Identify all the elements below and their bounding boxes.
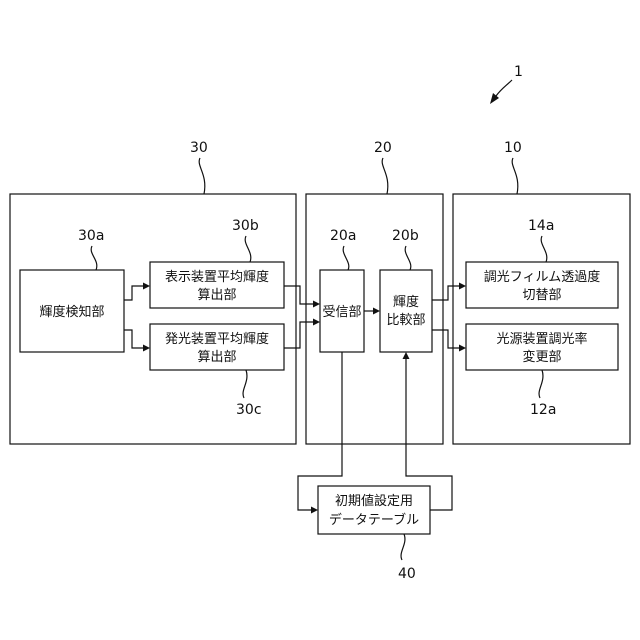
ref-20a: 20a	[330, 228, 356, 244]
arrowhead-receiver-table	[311, 507, 318, 514]
display-avg-label-1: 表示装置平均輝度	[165, 269, 269, 285]
ref-12a: 12a	[530, 402, 556, 418]
ref-40: 40	[398, 566, 416, 582]
comparator-label-1: 輝度	[393, 294, 419, 310]
system-ref-label: 1	[514, 64, 523, 80]
unit-20-ref: 20	[374, 140, 392, 156]
dimming-changer-label-1: 光源装置調光率	[496, 331, 587, 347]
unit-20-leader	[382, 158, 388, 194]
display-avg-label-2: 算出部	[197, 288, 236, 303]
film-switch-label-2: 切替部	[522, 288, 561, 303]
system-ref-arrow	[496, 80, 512, 96]
emitter-avg-label-1: 発光装置平均輝度	[165, 331, 269, 347]
ref-30b: 30b	[232, 218, 259, 234]
dimming-changer-label-2: 変更部	[522, 349, 561, 365]
ref-20b: 20b	[392, 228, 419, 244]
ref-30c: 30c	[236, 402, 262, 418]
unit-30-leader	[199, 158, 205, 194]
unit-30-ref: 30	[190, 140, 208, 156]
leader-40	[401, 534, 405, 560]
luminance-detector-label: 輝度検知部	[39, 304, 104, 320]
emitter-avg-label-2: 算出部	[197, 350, 236, 365]
unit-10-ref: 10	[504, 140, 522, 156]
comparator-box	[380, 270, 432, 352]
comparator-label-2: 比較部	[386, 313, 425, 328]
ref-30a: 30a	[78, 228, 104, 244]
initial-table-label-1: 初期値設定用	[335, 493, 413, 509]
film-switch-label-1: 調光フィルム透過度	[484, 269, 600, 285]
initial-table-label-2: データテーブル	[329, 512, 419, 528]
ref-14a: 14a	[528, 218, 554, 234]
receiver-label: 受信部	[322, 305, 361, 320]
unit-10-leader	[512, 158, 518, 194]
